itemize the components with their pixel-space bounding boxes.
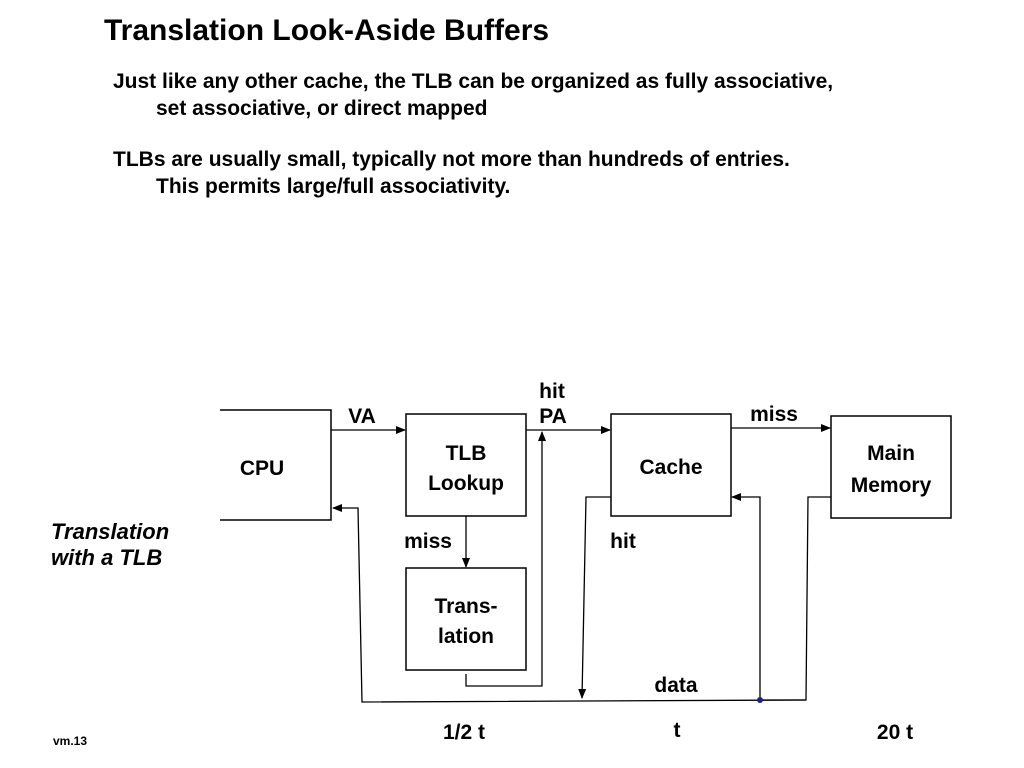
memory-fill-cache-arrow [731, 493, 761, 700]
slide-footer-id: vm.13 [53, 734, 88, 748]
cpu-label: CPU [240, 457, 284, 480]
tlb-label-line1: TLB [446, 442, 487, 465]
cpu-box: CPU [220, 409, 332, 521]
tlb-lookup-box: TLB Lookup [405, 413, 527, 517]
cache-box: Cache [610, 413, 732, 517]
bullet-tlb-organization: Just like any other cache, the TLB can b… [113, 68, 1013, 122]
bullet-2-line1: TLBs are usually small, typically not mo… [113, 148, 790, 171]
data-return-arrow [332, 504, 807, 703]
translation-return-arrow [465, 431, 546, 687]
miss-label-tlb: miss [404, 530, 452, 553]
main-memory-box: Main Memory [830, 415, 952, 519]
timing-memory: 20 t [877, 721, 913, 744]
hit-label-cache: hit [610, 530, 636, 553]
caption-line2: with a TLB [51, 545, 163, 570]
memory-return-line [760, 496, 831, 701]
memory-label-line2: Memory [851, 474, 932, 497]
memory-label-line1: Main [867, 442, 915, 465]
cache-hit-arrow [578, 496, 611, 699]
bullet-1-line1: Just like any other cache, the TLB can b… [113, 70, 834, 93]
tlb-label-line2: Lookup [428, 472, 504, 495]
pa-label: PA [539, 405, 567, 428]
bullet-tlb-size: TLBs are usually small, typically not mo… [113, 146, 1013, 200]
timing-cache: t [674, 719, 681, 742]
cache-label: Cache [639, 456, 702, 479]
junction-dot [757, 697, 763, 703]
slide-title: Translation Look-Aside Buffers [104, 14, 550, 47]
bullet-2-line2: This permits large/full associativity. [156, 175, 511, 198]
bullet-1-line2: set associative, or direct mapped [156, 97, 488, 120]
data-label: data [654, 674, 698, 697]
hit-label-top: hit [539, 380, 565, 403]
diagram-caption: Translation with a TLB [51, 519, 169, 571]
translation-label-line1: Trans- [434, 595, 497, 618]
translation-box: Trans- lation [405, 567, 527, 671]
caption-line1: Translation [51, 519, 170, 544]
miss-label-top: miss [750, 403, 798, 426]
timing-tlb: 1/2 t [443, 721, 485, 744]
va-label: VA [348, 405, 376, 428]
translation-label-line2: lation [438, 625, 494, 648]
